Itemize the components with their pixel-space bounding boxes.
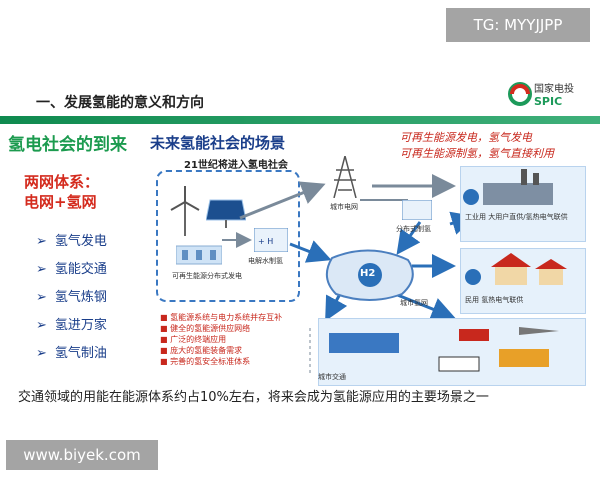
civil-label: 民用 氢热电气联供 — [465, 296, 524, 304]
section-title: 一、发展氢能的意义和方向 — [36, 95, 204, 111]
bullet-item: ➢氢能交通 — [36, 262, 107, 277]
watermark-top: TG: MYYJJPP — [446, 8, 590, 42]
electrolyzer-icon: + H — [254, 228, 288, 252]
bullet-item: ➢氢气炼钢 — [36, 290, 107, 305]
h2-network-icon — [325, 249, 414, 301]
distributed-h2-icon — [402, 200, 432, 220]
two-net-title: 两网体系： 电网+氢网 — [24, 172, 99, 212]
city-grid-label: 城市电网 — [330, 203, 358, 211]
industry-label: 工业用 大用户直供/氢热电气联供 — [465, 213, 568, 221]
two-net-line2: 电网+氢网 — [24, 193, 97, 211]
header-bar — [0, 116, 600, 124]
watermark-bottom: www.biyek.com — [6, 440, 158, 470]
power-tower-icon — [333, 156, 357, 198]
h2-label: H2 — [360, 268, 376, 279]
city-traffic-label: 城市交通 — [318, 373, 346, 381]
electrolysis-label: 电解水制氢 — [248, 257, 283, 265]
caption: 交通领域的用能在能源体系约占10%左右，将来会成为氢能源应用的主要场景之一 — [18, 390, 489, 405]
right-note: 可再生能源发电，氢气发电 可再生能源制氢，氢气直接利用 — [400, 130, 554, 162]
feature-item: 健全的氢能源供应网络 — [160, 323, 282, 334]
civil-panel: 民用 氢热电气联供 — [460, 248, 586, 314]
distributed-h2-label: 分布式制氢 — [396, 225, 431, 233]
vehicles-icon — [329, 327, 559, 372]
era-label: 21世纪将进入氢电社会 — [184, 160, 288, 171]
logo-line2: SPIC — [534, 95, 563, 108]
feature-item: 庞大的氢能装备需求 — [160, 345, 282, 356]
heading-main: 氢电社会的到来 — [8, 135, 127, 155]
feature-item: 完善的氢安全标准体系 — [160, 356, 282, 367]
bullet-item: ➢氢气制油 — [36, 346, 107, 361]
renewable-group-box — [156, 170, 300, 302]
transport-panel — [318, 318, 586, 386]
two-net-line1: 两网体系： — [24, 173, 100, 191]
right-note-line1: 可再生能源发电，氢气发电 — [400, 131, 532, 144]
solar-panel-icon — [206, 199, 246, 228]
feature-item: 广泛的终端应用 — [160, 334, 282, 345]
wind-turbine-icon — [170, 186, 200, 236]
industry-panel: 工业用 大用户直供/氢热电气联供 — [460, 166, 586, 242]
bullet-list: ➢氢气发电 ➢氢能交通 ➢氢气炼钢 ➢氢进万家 ➢氢气制油 — [36, 228, 107, 368]
renewable-label: 可再生能源分布式发电 — [172, 272, 242, 280]
city-h2-net-label: 城市氢网 — [400, 299, 428, 307]
feature-item: 氢能源系统与电力系统并存互补 — [160, 312, 282, 323]
bullet-item: ➢氢气发电 — [36, 234, 107, 249]
right-note-line2: 可再生能源制氢，氢气直接利用 — [400, 147, 554, 160]
logo-line1: 国家电投 — [534, 84, 574, 95]
hydro-dam-icon — [176, 245, 222, 265]
bullet-item: ➢氢进万家 — [36, 318, 107, 333]
factory-icon — [463, 169, 553, 205]
svg-text:+ H: + H — [258, 237, 273, 246]
logo-text: 国家电投 SPIC — [534, 84, 574, 108]
heading-sub: 未来氢能社会的场景 — [150, 134, 286, 152]
spic-logo-icon — [508, 82, 532, 106]
features-list: 氢能源系统与电力系统并存互补 健全的氢能源供应网络 广泛的终端应用 庞大的氢能装… — [160, 312, 282, 367]
houses-icon — [465, 253, 567, 285]
